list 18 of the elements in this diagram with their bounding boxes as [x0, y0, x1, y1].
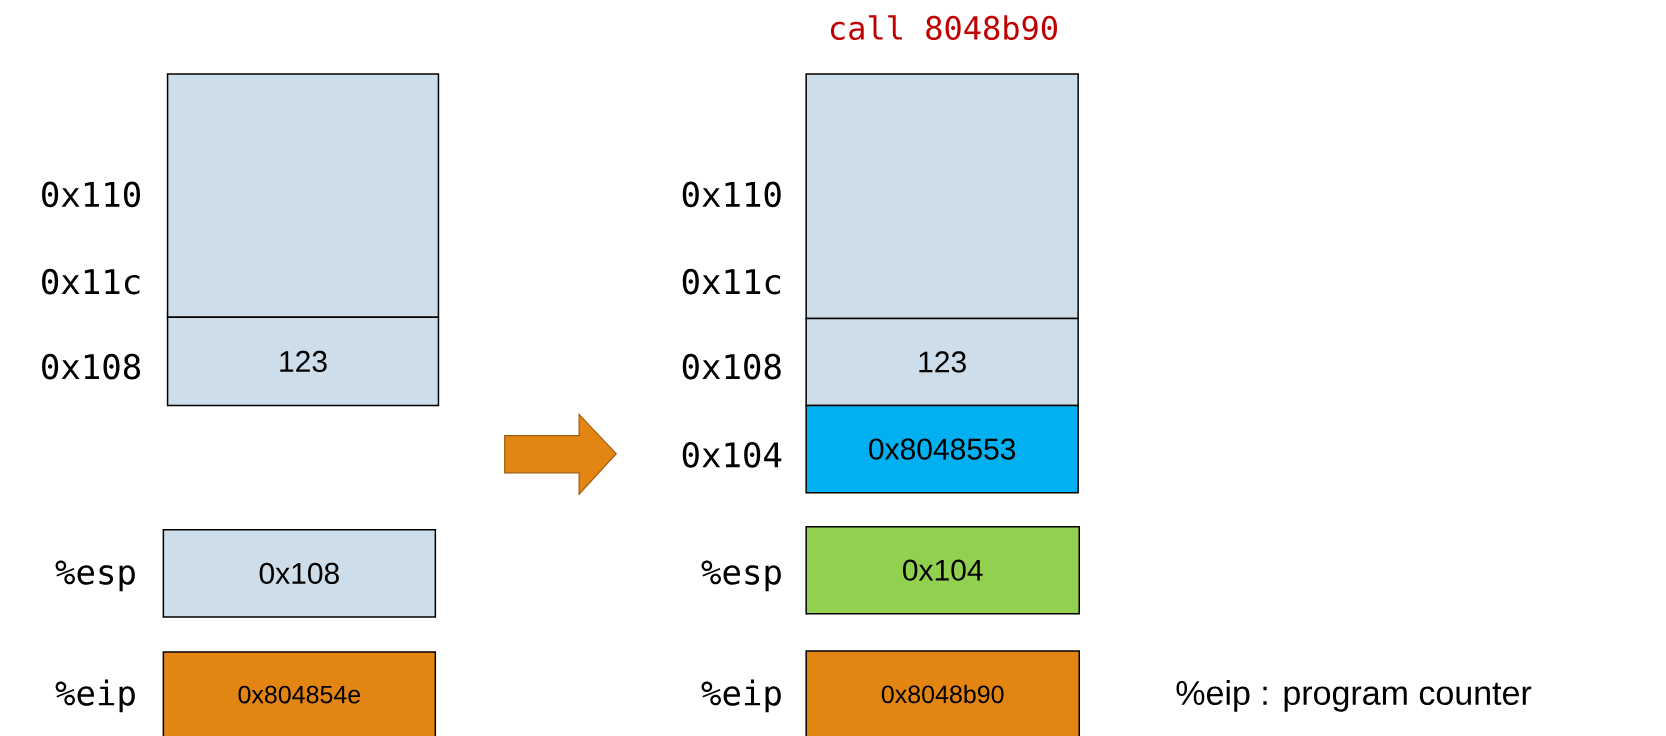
stack-cell: 123: [805, 317, 1079, 407]
register-box: 0x804854e: [162, 651, 437, 736]
address-label: 0x11c: [682, 268, 781, 295]
register-box: 0x104: [805, 525, 1080, 615]
stack-cell: 123: [166, 316, 440, 407]
address-label: %eip: [701, 679, 781, 713]
address-label: %esp: [701, 560, 781, 592]
register-box: 0x8048b90: [805, 650, 1080, 736]
address-label: 0x108: [682, 353, 781, 380]
address-label: %eip: [55, 679, 135, 713]
address-label: 0x11c: [42, 268, 140, 295]
address-label: %esp: [55, 560, 135, 592]
register-box: 0x108: [162, 529, 437, 618]
note-label: %eip : program counter: [1176, 680, 1532, 712]
address-label: 0x108: [42, 353, 141, 380]
address-label: 0x104: [682, 441, 782, 468]
instruction-label: call 8048b90: [830, 15, 1057, 41]
stack-cell: 0x8048553: [805, 404, 1079, 494]
